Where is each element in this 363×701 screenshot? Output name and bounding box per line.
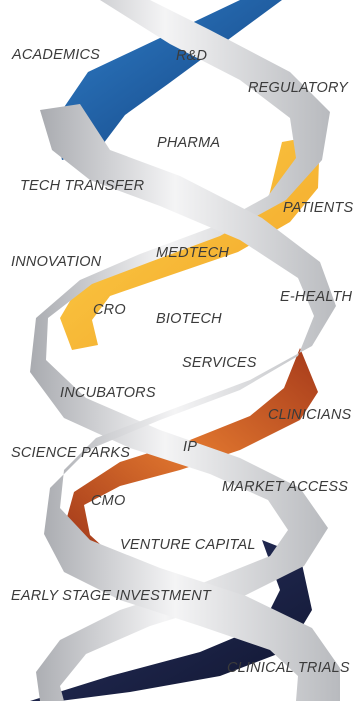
label-innovation: INNOVATION — [11, 254, 102, 270]
label-early-stage-investment: EARLY STAGE INVESTMENT — [11, 588, 211, 604]
label-science-parks: SCIENCE PARKS — [11, 445, 131, 461]
label-medtech: MEDTECH — [156, 245, 230, 261]
label-cmo: CMO — [91, 493, 126, 509]
strand-navy-bottom — [30, 540, 312, 701]
label-tech-transfer: TECH TRANSFER — [20, 178, 145, 194]
label-biotech: BIOTECH — [156, 311, 222, 327]
label-clinicians: CLINICIANS — [268, 407, 352, 423]
label-services: SERVICES — [182, 355, 257, 371]
label-patients: PATIENTS — [283, 200, 354, 216]
label-regulatory: REGULATORY — [248, 80, 349, 96]
label-ip: IP — [183, 439, 198, 455]
label-pharma: PHARMA — [157, 135, 221, 151]
label-academics: ACADEMICS — [12, 47, 101, 63]
label-rd: R&D — [176, 48, 208, 64]
ribbon-grey-b — [40, 104, 340, 701]
label-ehealth: E-HEALTH — [280, 289, 353, 305]
label-cro: CRO — [93, 302, 126, 318]
label-market-access: MARKET ACCESS — [222, 479, 349, 495]
label-clinical-trials: CLINICAL TRIALS — [227, 660, 350, 676]
label-venture-capital: VENTURE CAPITAL — [120, 537, 256, 553]
label-incubators: INCUBATORS — [60, 385, 156, 401]
